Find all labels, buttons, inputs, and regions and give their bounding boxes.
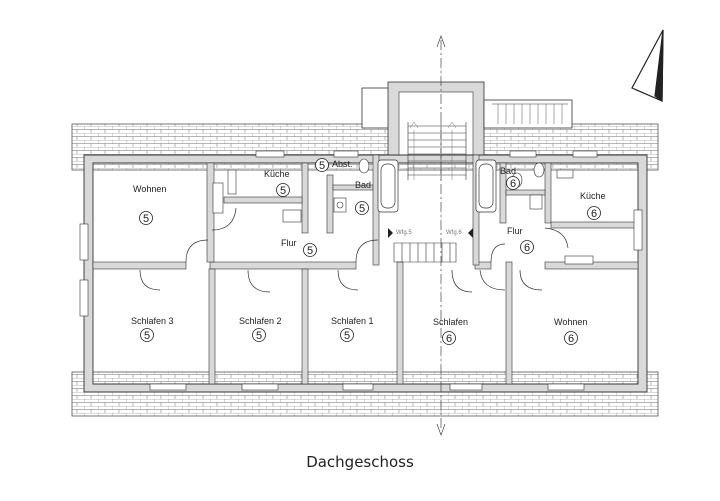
flat-number-text: 5 [359, 203, 365, 215]
room-label-schlafen2: Schlafen 2 [239, 316, 282, 326]
outer-walls [83, 154, 648, 393]
flat-number-circle [315, 158, 329, 172]
flat-number-circle [355, 201, 369, 215]
room-label-bad-right: Bad [500, 166, 516, 176]
room-label-wohnen-right: Wohnen [554, 317, 587, 327]
balcony-top [483, 99, 573, 129]
flat-number-marker: 5 [276, 183, 290, 197]
flat-number-text: 5 [144, 330, 150, 342]
flat-number-circle [139, 211, 153, 225]
flat-number-marker: 5 [355, 201, 369, 215]
stair-tag-left: Wfg.5 [396, 230, 412, 236]
flat-number-text: 5 [256, 330, 262, 342]
flat-number-marker: 6 [564, 331, 578, 345]
section-line [436, 34, 446, 437]
flat-number-circle [587, 206, 601, 220]
flat-number-text: 5 [344, 330, 350, 342]
room-label-wohnen-left: Wohnen [133, 184, 166, 194]
flat-number-text: 5 [143, 213, 149, 225]
roof-tiles-bottom [71, 371, 659, 417]
entry-arrow-right [468, 228, 473, 238]
kitchen-fixtures [212, 169, 594, 265]
room-label-abst: Abst. [332, 159, 353, 169]
flat-number-text: 6 [524, 242, 530, 254]
interior-walls [92, 154, 639, 385]
flat-number-marker: 5 [303, 243, 317, 257]
windows-bottom [149, 383, 585, 391]
door-swings [139, 207, 569, 293]
flat-number-text: 6 [568, 333, 574, 345]
flat-number-circle [303, 243, 317, 257]
drawing-caption: Dachgeschoss [306, 453, 414, 471]
flat-number-text: 5 [319, 160, 325, 172]
dormer-left [361, 87, 391, 129]
room-label-schlafen: Schlafen [433, 317, 468, 327]
flat-number-text: 6 [446, 333, 452, 345]
stair-steps [393, 121, 467, 263]
room-label-bad-left: Bad [355, 180, 371, 190]
flat-number-marker: 6 [587, 206, 601, 220]
flat-number-circle [140, 328, 154, 342]
room-label-schlafen3: Schlafen 3 [131, 316, 174, 326]
flat-number-marker: 5 [252, 328, 266, 342]
entry-arrow-left [388, 228, 393, 238]
flat-number-marker: 5 [139, 211, 153, 225]
flat-number-text: 5 [280, 185, 286, 197]
flat-number-marker: 6 [506, 176, 520, 190]
flat-number-text: 6 [510, 178, 516, 190]
flat-number-circle [340, 328, 354, 342]
flat-number-circle [442, 331, 456, 345]
room-label-kueche-left: Küche [264, 169, 290, 179]
flat-number-marker: 6 [442, 331, 456, 345]
room-label-kueche-right: Küche [580, 191, 606, 201]
north-arrow-icon [631, 29, 664, 103]
bathtubs [377, 159, 497, 213]
flat-number-marker: 5 [140, 328, 154, 342]
stair-tag-right: Wfg.6 [446, 230, 462, 236]
flat-number-circle [252, 328, 266, 342]
flat-number-circle [506, 176, 520, 190]
flat-number-text: 6 [591, 208, 597, 220]
windows-side [79, 209, 643, 317]
room-label-schlafen1: Schlafen 1 [331, 316, 374, 326]
flat-number-marker: 5 [340, 328, 354, 342]
flat-number-circle [520, 240, 534, 254]
flat-number-marker: 6 [520, 240, 534, 254]
windows-top [255, 150, 598, 158]
room-label-flur-left: Flur [281, 238, 297, 248]
flat-number-circle [564, 331, 578, 345]
flat-number-circle [276, 183, 290, 197]
flat-number-text: 5 [307, 245, 313, 257]
room-label-flur-right: Flur [507, 226, 523, 236]
flat-number-marker: 5 [315, 158, 329, 172]
